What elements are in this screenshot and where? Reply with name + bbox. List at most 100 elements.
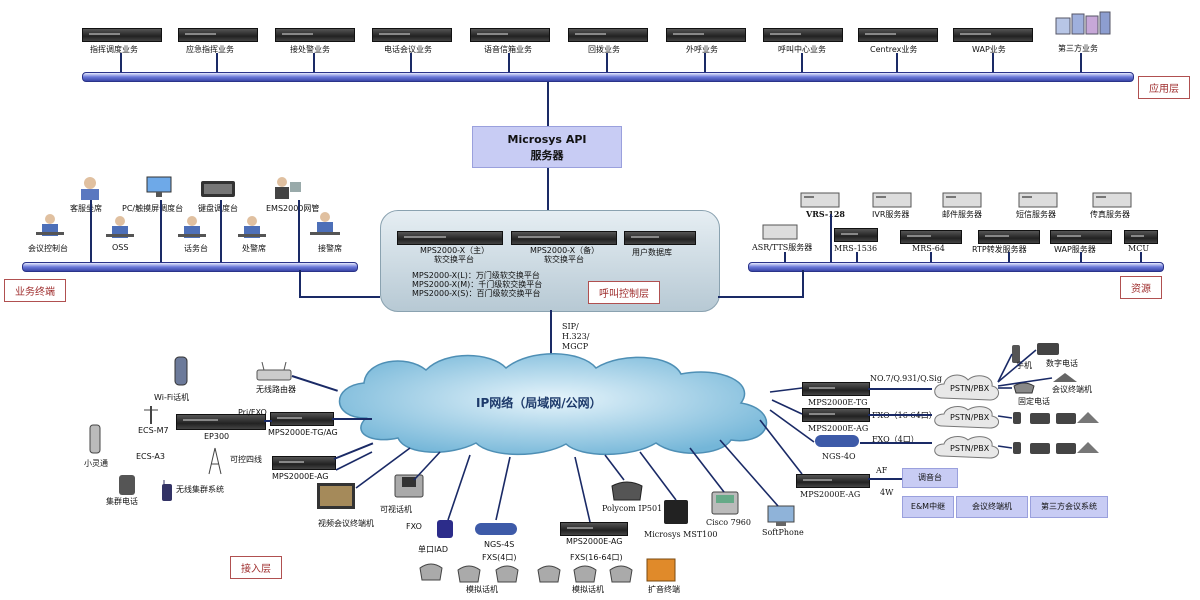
fixed-phone-label: 固定电话 — [1018, 397, 1050, 406]
terminal-label: EMS2000网管 — [266, 204, 320, 213]
platform-note: MPS2000-X(M)：千门级软交换平台 — [412, 280, 543, 289]
ngs4s-icon — [475, 523, 517, 535]
microsys-label: Microsys MST100 — [644, 530, 718, 539]
right-ag-device — [802, 408, 870, 422]
polycom-label: Polycom IP501 — [602, 504, 663, 513]
pstn-cloud — [934, 374, 999, 401]
mail-server-icon — [942, 192, 982, 208]
sms-server-icon — [1018, 192, 1058, 208]
no7-label: NO.7/Q.931/Q.Sig — [870, 374, 942, 383]
em-trunk-box: E&M中继 — [902, 496, 954, 518]
api-server-line2: 服务器 — [530, 149, 564, 162]
ep300-label: EP300 — [204, 432, 230, 441]
link-line — [860, 442, 932, 444]
drop-line — [896, 53, 898, 73]
drop-line — [1140, 252, 1142, 262]
terminal-layer-label: 业务终端 — [4, 279, 66, 302]
protocol-label: SIP/ — [562, 322, 579, 331]
operator-person-icon — [178, 216, 206, 238]
ag2-label: MPS2000E-AG — [566, 537, 623, 546]
resource-label: 短信服务器 — [1016, 210, 1056, 219]
ivr-server-icon — [872, 192, 912, 208]
link-line — [718, 296, 804, 298]
resource-label: RTP转发服务器 — [972, 245, 1027, 254]
ep300-device — [176, 414, 266, 430]
fxs4-label: FXS(4口) — [482, 553, 517, 562]
drop-line — [410, 53, 412, 73]
fax-server-icon — [1092, 192, 1132, 208]
third-conf-box: 第三方会议系统 — [1030, 496, 1108, 518]
server-service-8 — [763, 28, 843, 42]
conf-terminal-icon — [1053, 373, 1077, 382]
drop-line — [930, 252, 932, 262]
conference-console-person-icon — [36, 214, 64, 236]
link-line — [868, 388, 932, 390]
analog-phone-label: 模拟话机 — [466, 585, 498, 594]
platform-note: MPS2000-X(L)：万门级软交换平台 — [412, 271, 540, 280]
dispatch-person-icon — [238, 216, 266, 238]
wap-server-icon — [1050, 230, 1112, 244]
drop-line — [1080, 53, 1082, 73]
drop-line — [992, 53, 994, 73]
ngs4s-label: NGS-4S — [484, 540, 515, 549]
link-line — [299, 296, 380, 298]
drop-line — [90, 200, 92, 262]
drop-line — [606, 53, 608, 73]
link-line — [299, 270, 301, 298]
drop-line — [856, 252, 858, 262]
wifi-phone-label: Wi-Fi话机 — [154, 393, 190, 402]
cluster-tower-icon — [208, 447, 222, 475]
resource-layer-label: 资源 — [1120, 276, 1162, 299]
right-ag-label: MPS2000E-AG — [808, 424, 869, 433]
api-downlink — [547, 168, 549, 210]
tg-ag-label: MPS2000E-TG/AG — [268, 428, 338, 437]
drop-line — [1008, 252, 1010, 262]
resource-bus — [748, 262, 1164, 272]
ecs-base-station-icon — [144, 406, 158, 424]
drop-line — [508, 53, 510, 73]
service-label: 外呼业务 — [686, 45, 718, 54]
polycom-phone-icon — [611, 481, 643, 501]
speaker-label: 扩音终端 — [648, 585, 680, 594]
digital-phone-icon — [1037, 343, 1059, 355]
video-phone-icon — [394, 474, 424, 498]
server-service-6 — [568, 28, 648, 42]
drop-line — [160, 200, 162, 262]
app-layer-label: 应用层 — [1138, 76, 1190, 99]
service-label: 接处警业务 — [290, 45, 330, 54]
terminal-label: 会议控制台 — [28, 244, 68, 253]
pstn-cloud — [934, 406, 999, 429]
platform-main-label: MPS2000-X（主） — [420, 246, 490, 255]
terminal-label: 键盘调度台 — [198, 204, 238, 213]
wireless-router-icon — [256, 362, 292, 381]
terminal-label: 客服坐席 — [70, 204, 102, 213]
link-line — [802, 270, 804, 298]
api-server-box: Microsys API 服务器 — [472, 126, 622, 168]
resource-label: MRS-64 — [912, 244, 945, 253]
video-phone-label: 可视话机 — [380, 505, 412, 514]
right-tg-label: MPS2000E-TG — [808, 398, 868, 407]
service-label: 语音信箱业务 — [484, 45, 532, 54]
link-line — [868, 478, 902, 480]
access-layer-label: 接入层 — [230, 556, 282, 579]
drop-line — [830, 214, 832, 262]
pstn-label: PSTN/PBX — [950, 413, 990, 422]
pstn-label: PSTN/PBX — [950, 384, 990, 393]
resource-label: WAP服务器 — [1054, 245, 1096, 254]
pri-fxo-label: Pri/FXO — [238, 408, 267, 417]
resource-label: MCU — [1128, 244, 1150, 253]
server-service-2 — [178, 28, 258, 42]
mrs1536-server-icon — [834, 228, 878, 242]
service-label: WAP业务 — [972, 45, 1006, 54]
protocol-label: H.323/ — [562, 332, 590, 341]
service-label: Centrex业务 — [870, 45, 918, 54]
trunk-line-label: 可控四线 — [230, 455, 262, 464]
drop-line — [801, 53, 803, 73]
terminal-label: 处警席 — [242, 244, 266, 253]
third-party-label: 第三方业务 — [1058, 44, 1098, 53]
drop-line — [120, 53, 122, 73]
touchscreen-monitor-icon — [146, 176, 172, 197]
platform-backup-sub: 软交换平台 — [544, 255, 584, 264]
terminal-label: 话务台 — [184, 244, 208, 253]
wireless-cluster-label: 无线集群系统 — [176, 485, 224, 494]
